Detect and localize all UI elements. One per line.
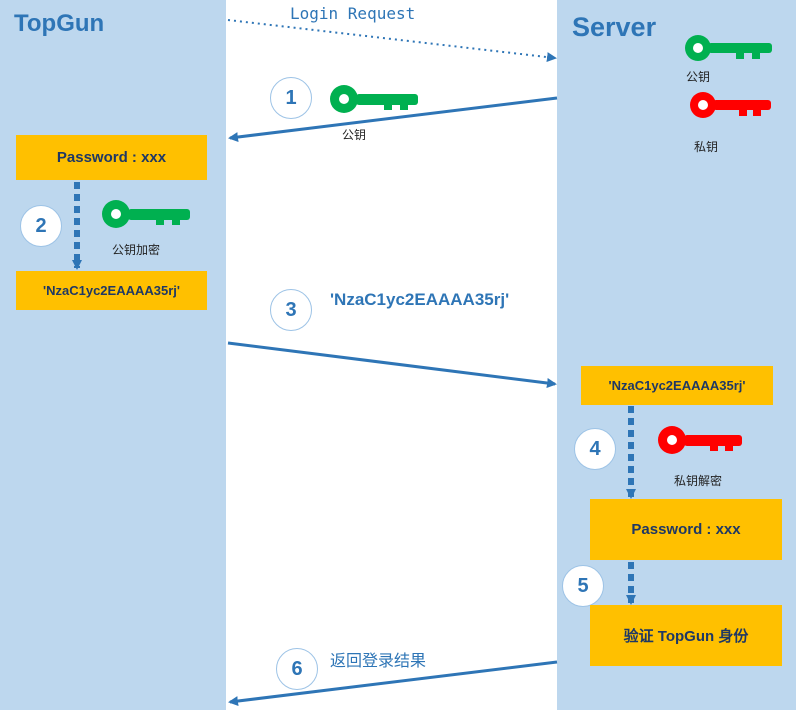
client-lane — [0, 0, 226, 710]
server-password-box: Password : xxx — [590, 499, 782, 560]
step2-label: 公钥加密 — [112, 243, 161, 257]
step-1-circle: 1 — [270, 77, 312, 119]
step4-label: 私钥解密 — [674, 474, 723, 488]
server-private-key-label: 私钥 — [694, 140, 719, 154]
step4-private-key-icon — [658, 426, 742, 454]
login-request-arrow — [227, 19, 557, 63]
login-request-label: Login Request — [290, 4, 416, 23]
step2-public-key-icon — [102, 200, 190, 228]
step1-label: 公钥 — [342, 128, 367, 142]
step-3-circle: 3 — [270, 289, 312, 331]
client-password-box: Password : xxx — [16, 135, 207, 180]
server-cipher-box: 'NzaC1yc2EAAAA35rj' — [581, 366, 773, 405]
step1-arrow — [228, 96, 558, 142]
verify-identity-box: 验证 TopGun 身份 — [590, 605, 782, 666]
step-6-circle: 6 — [276, 648, 318, 690]
server-public-key-label: 公钥 — [686, 70, 711, 84]
step-5-circle: 5 — [562, 565, 604, 607]
step6-arrow — [228, 660, 558, 706]
server-public-key-icon — [685, 35, 772, 61]
client-title: TopGun — [14, 10, 105, 37]
step-4-circle: 4 — [574, 428, 616, 470]
step1-public-key-icon — [330, 85, 418, 113]
server-title: Server — [572, 12, 657, 42]
step3-arrow — [227, 341, 557, 388]
step3-label: 'NzaC1yc2EAAAA35rj' — [330, 290, 510, 309]
step-2-circle: 2 — [20, 205, 62, 247]
step6-label: 返回登录结果 — [330, 653, 427, 670]
server-private-key-icon — [690, 92, 771, 118]
client-cipher-box: 'NzaC1yc2EAAAA35rj' — [16, 271, 207, 310]
